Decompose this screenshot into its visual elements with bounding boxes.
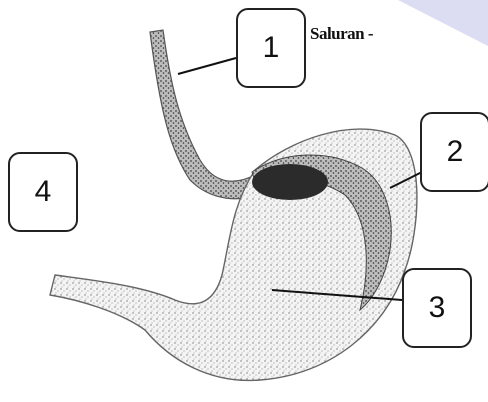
cardia-dark-shape	[252, 164, 328, 200]
label-text-1: 1	[263, 31, 280, 65]
label-text-2: 2	[447, 135, 464, 169]
label-text-3: 3	[429, 291, 446, 325]
label-box-4: 4	[8, 152, 78, 232]
label-text-4: 4	[35, 175, 52, 209]
label-box-2: 2	[420, 112, 488, 192]
label-box-1: 1	[236, 8, 306, 88]
label-box-3: 3	[402, 268, 472, 348]
caption-text: Saluran -	[310, 24, 373, 44]
stomach-body-shape	[50, 129, 417, 380]
leader-line-1	[178, 58, 236, 74]
